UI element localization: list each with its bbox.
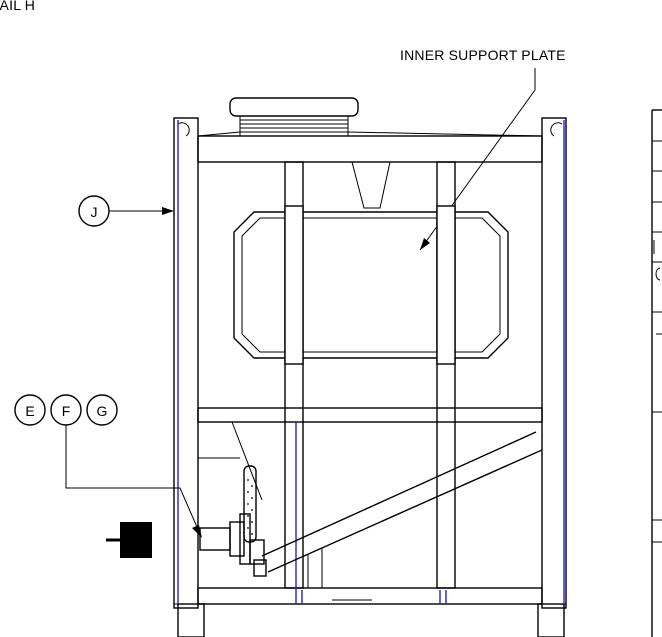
valve-assembly xyxy=(199,465,267,577)
callout-j-label: J xyxy=(91,204,98,220)
funnel xyxy=(351,161,391,209)
tank-lid xyxy=(197,97,543,137)
callout-j: J xyxy=(78,195,174,227)
callout-efg: E F G xyxy=(14,394,202,538)
callout-e-label: E xyxy=(25,403,34,419)
parts-table-fragment xyxy=(651,109,662,637)
frame-blue-accents xyxy=(177,120,565,604)
inner-support-plate xyxy=(233,205,509,365)
inner-support-plate-label: INNER SUPPORT PLATE xyxy=(400,47,566,63)
callout-f-label: F xyxy=(62,403,71,419)
lower-diagonal-support xyxy=(198,421,543,601)
callout-g-label: G xyxy=(97,403,108,419)
inner-support-plate-leader xyxy=(419,68,536,251)
detail-title: DETAIL H xyxy=(0,0,35,13)
cage-frame xyxy=(173,117,567,637)
valve-handle-dots xyxy=(247,479,253,535)
section-marker xyxy=(106,522,152,558)
